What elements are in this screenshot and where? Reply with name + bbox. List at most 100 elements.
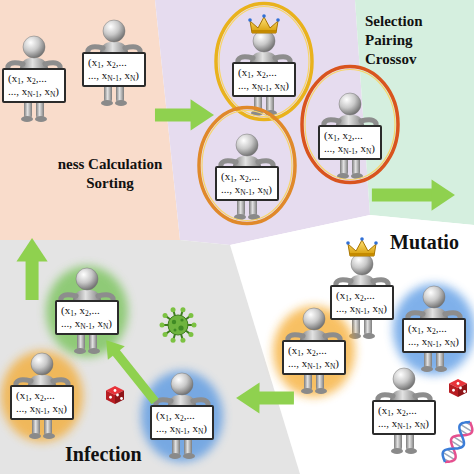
figure-foot (115, 100, 127, 106)
arrow-shaft (259, 392, 294, 405)
selection-ring (199, 108, 295, 224)
chromosome-text: (x1, x2,... ..., xN-1, xN) (288, 344, 340, 370)
figure-foot (29, 433, 41, 439)
crown (250, 17, 278, 33)
selection-ring (219, 7, 309, 117)
virus-knob (188, 313, 193, 318)
individual-sign: (x1, x2,... ..., xN-1, xN) (82, 52, 146, 87)
figure-glow (46, 266, 128, 357)
crown-band (350, 253, 374, 256)
figure-glow (1, 351, 83, 442)
virus-knob (163, 332, 168, 337)
virus-knob (163, 313, 168, 318)
chromosome-text: (x1, x2,... ..., xN-1, xN) (8, 72, 60, 98)
dice-pip (457, 382, 460, 385)
figure-glow (393, 284, 474, 375)
panel-fill (0, 0, 180, 240)
stage-panel: Infection (x1, x2,... ..., xN-1, xN) (x1, … (0, 240, 300, 474)
stage-panel: (x1, x2,... ..., xN-1, xN) (x1, x2,... ..… (155, 0, 390, 245)
dice-face (115, 391, 124, 405)
panel-fill (0, 240, 300, 474)
chromosome-text: (x1, x2,... ..., xN-1, xN) (156, 409, 208, 435)
chromosome-text: (x1, x2,... ..., xN-1, xN) (221, 170, 273, 196)
stage-title: Mutatio (390, 230, 472, 255)
figure-foot (405, 448, 417, 454)
dice-pip (459, 387, 462, 390)
dice-pip (452, 389, 455, 392)
individual-sign: (x1, x2,... ..., xN-1, xN) (215, 166, 279, 201)
dice-face (106, 391, 115, 405)
arrow-head (432, 179, 455, 210)
figure-foot (169, 453, 181, 459)
figure-head (236, 134, 258, 156)
arrow-shaft (116, 352, 155, 401)
virus-spot (178, 325, 183, 330)
crown-jewel (276, 18, 280, 22)
person-figure (199, 108, 295, 224)
figure-foot (43, 433, 55, 439)
flow-arrow (106, 340, 155, 401)
crown (348, 240, 376, 256)
dice-face (449, 384, 458, 398)
figure-head (23, 36, 45, 58)
dice-icon (449, 379, 467, 397)
flow-arrow (155, 99, 214, 130)
virus-knob (171, 307, 176, 312)
virus-spot (172, 320, 176, 324)
dice-pip (463, 390, 466, 393)
individual-sign: (x1, x2,... ..., xN-1, xN) (10, 385, 74, 420)
chromosome-text: (x1, x2,... ..., xN-1, xN) (88, 56, 140, 82)
stage-title: Selection Pairing Crossov (365, 12, 465, 68)
figure-head (103, 20, 125, 42)
stage-panel: ness Calculation Sorting (x1, x2,... ...,… (0, 0, 180, 240)
individual-sign: (x1, x2,... ..., xN-1, xN) (402, 318, 466, 353)
individual-sign: (x1, x2,... ..., xN-1, xN) (282, 340, 346, 375)
figure-foot (301, 388, 313, 394)
title-box: ness Calculation Sorting (45, 155, 175, 193)
chromosome-text: (x1, x2,... ..., xN-1, xN) (61, 304, 113, 330)
title-box: Selection Pairing Crossov (365, 12, 465, 68)
chromosome-text: (x1, x2,... ..., xN-1, xN) (324, 129, 376, 155)
figure-foot (35, 116, 47, 122)
virus-knob (188, 332, 193, 337)
figure-head (423, 286, 445, 308)
crown-jewel (346, 241, 350, 245)
figure-foot (183, 453, 195, 459)
stage-panel: Selection Pairing Crossov (355, 0, 474, 225)
virus-knob (171, 338, 176, 343)
chromosome-text: (x1, x2,... ..., xN-1, xN) (16, 389, 68, 415)
crown-band (252, 30, 276, 33)
virus-body (168, 315, 188, 335)
figure-head (339, 93, 361, 115)
figure-foot (421, 366, 433, 372)
figure-foot (315, 388, 327, 394)
arrow-shaft (372, 189, 433, 202)
panel-fill (355, 0, 474, 225)
title-box: Mutatio (390, 230, 472, 255)
crown-jewel (374, 241, 378, 245)
figure-head (76, 268, 98, 290)
virus-icon (160, 307, 197, 342)
virus-spot (174, 329, 177, 332)
arrow-head (236, 382, 259, 413)
chromosome-text: (x1, x2,... ..., xN-1, xN) (408, 322, 460, 348)
panel-illustration (0, 0, 180, 240)
individual-sign: (x1, x2,... ..., xN-1, xN) (55, 300, 119, 335)
chromosome-text: (x1, x2,... ..., xN-1, xN) (378, 404, 430, 430)
stage-title: Infection (65, 442, 185, 467)
virus-spot (180, 318, 183, 321)
dice-pip (114, 389, 117, 392)
individual-sign: (x1, x2,... ..., xN-1, xN) (232, 62, 296, 97)
person-figure (216, 4, 312, 120)
virus-knob (192, 323, 197, 328)
individual-sign: (x1, x2,... ..., xN-1, xN) (150, 405, 214, 440)
figure-foot (21, 116, 33, 122)
selection-ring (202, 111, 292, 221)
virus-knob (180, 307, 185, 312)
dice-icon (106, 386, 124, 404)
figure-foot (88, 348, 100, 354)
figure-foot (435, 366, 447, 372)
arrow-head (16, 238, 47, 261)
person-figure (46, 266, 128, 357)
arrow-shaft (155, 108, 192, 121)
